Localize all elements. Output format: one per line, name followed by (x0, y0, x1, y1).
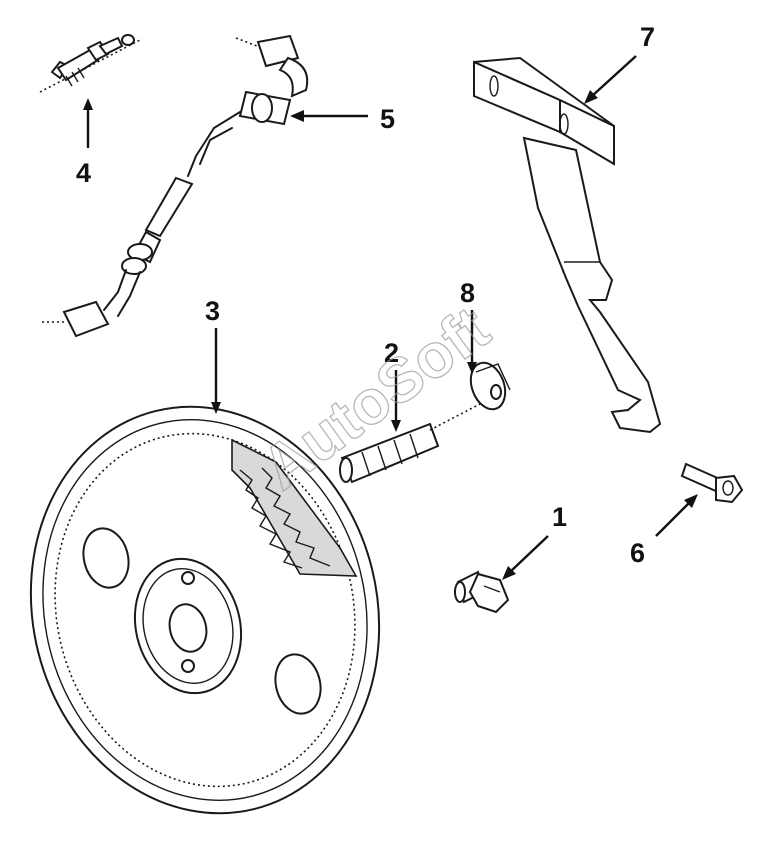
callout-6: 6 (630, 494, 698, 568)
callout-4: 4 (76, 98, 93, 188)
callout-1: 1 (502, 502, 567, 580)
fuel-line-part (42, 34, 309, 338)
capscrew-part (680, 462, 744, 504)
callout-label-1: 1 (552, 502, 567, 532)
callout-7: 7 (584, 22, 655, 104)
callout-label-8: 8 (460, 278, 475, 308)
callout-label-2: 2 (384, 338, 399, 368)
gear-teeth (239, 467, 331, 569)
callout-5: 5 (290, 104, 395, 134)
callout-label-6: 6 (630, 538, 645, 568)
callout-label-5: 5 (380, 104, 395, 134)
bolt-part (454, 570, 510, 614)
drive-gear-part (339, 403, 481, 484)
callout-3: 3 (205, 296, 221, 414)
callout-label-3: 3 (205, 296, 220, 326)
callout-label-4: 4 (76, 158, 91, 188)
bracket-part (473, 56, 662, 434)
callout-label-7: 7 (640, 22, 655, 52)
washer-part (469, 361, 511, 411)
ring-gear-part (29, 405, 381, 815)
fitting-part (39, 34, 141, 93)
callout-2: 2 (384, 338, 401, 432)
callout-8: 8 (460, 278, 477, 374)
